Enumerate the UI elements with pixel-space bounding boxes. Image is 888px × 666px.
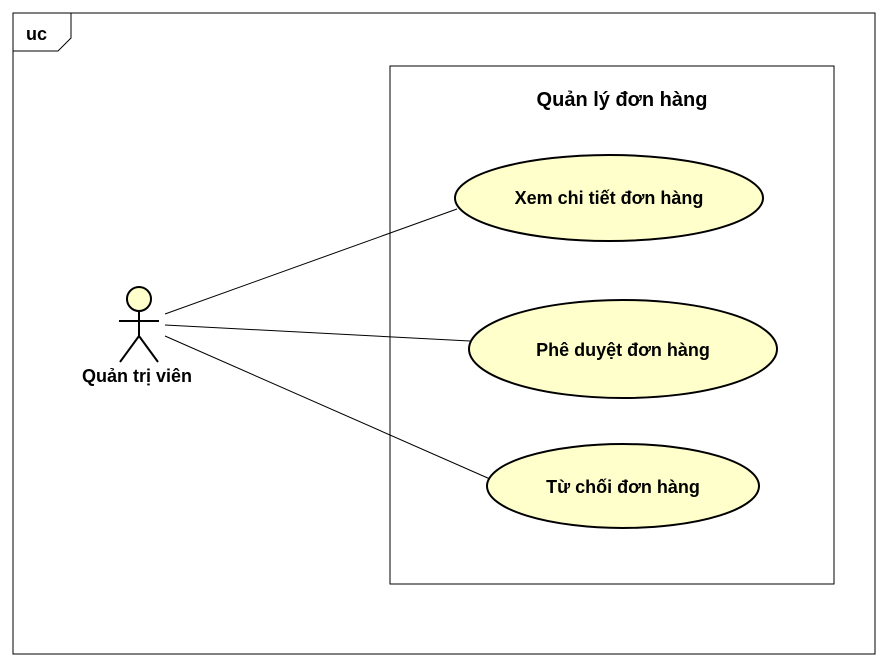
association-line-approve bbox=[164, 324, 471, 342]
association-line-view bbox=[164, 208, 458, 315]
actor-head bbox=[126, 286, 152, 312]
use-case-view-details[interactable]: Xem chi tiết đơn hàng bbox=[454, 154, 764, 242]
actor-name: Quản trị viên bbox=[82, 366, 192, 386]
use-case-ellipse bbox=[454, 154, 764, 242]
actor-right-leg bbox=[138, 335, 159, 363]
use-case-ellipse bbox=[468, 299, 778, 399]
use-case-ellipse bbox=[486, 443, 760, 529]
use-case-label: Xem chi tiết đơn hàng bbox=[515, 188, 704, 208]
frame-tag-label: uc bbox=[26, 24, 47, 44]
use-case-label: Phê duyệt đơn hàng bbox=[536, 340, 710, 360]
actor-admin[interactable]: Quản trị viên bbox=[82, 286, 192, 386]
use-case-label: Từ chối đơn hàng bbox=[546, 477, 700, 497]
frame-tag-box bbox=[12, 12, 72, 52]
use-case-approve[interactable]: Phê duyệt đơn hàng bbox=[468, 299, 778, 399]
use-case-reject[interactable]: Từ chối đơn hàng bbox=[486, 443, 760, 529]
actor-left-leg bbox=[119, 335, 140, 363]
association-line-reject bbox=[164, 335, 491, 480]
system-title: Quản lý đơn hàng bbox=[537, 89, 708, 111]
